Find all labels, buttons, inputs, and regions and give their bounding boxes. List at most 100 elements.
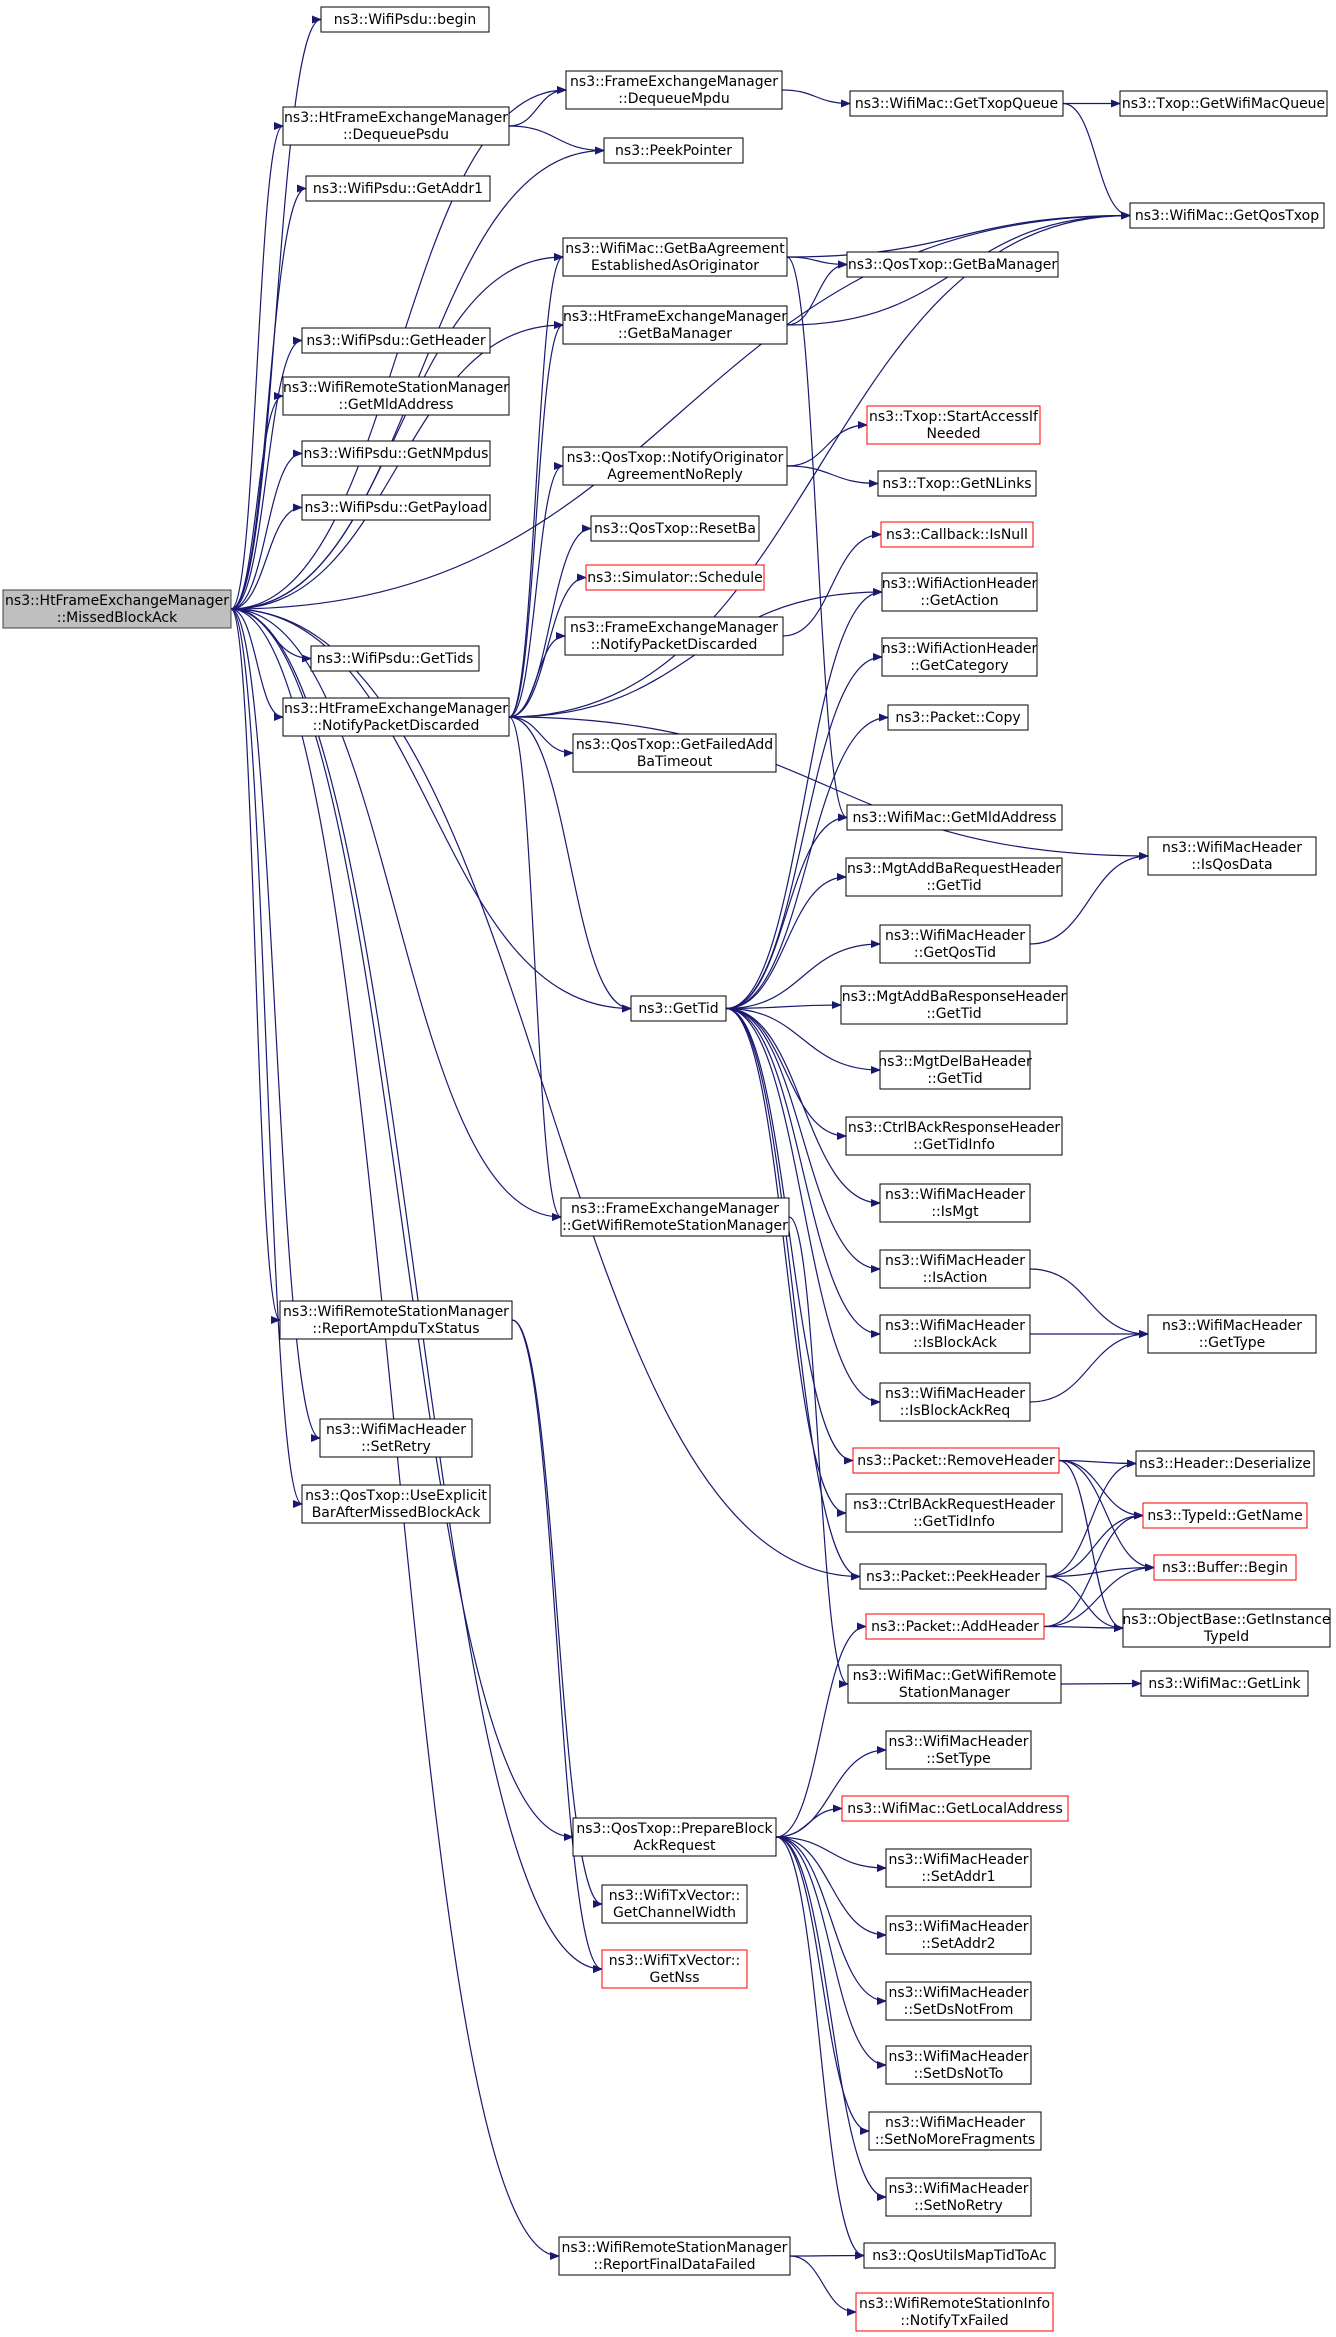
node-n55[interactable]: ns3::WifiMac::GetLink	[1140, 1670, 1309, 1697]
node-n15[interactable]: ns3::QosTxop::NotifyOriginatorAgreementN…	[562, 446, 788, 486]
node-n2[interactable]: ns3::FrameExchangeManager::DequeueMpdu	[565, 70, 783, 110]
node-box	[282, 106, 510, 146]
node-n51[interactable]: ns3::Buffer::Begin	[1153, 1554, 1297, 1581]
edge-n57-n59	[775, 1836, 887, 1872]
node-n27[interactable]: ns3::Packet::Copy	[887, 704, 1029, 731]
node-label: ns3::WifiMac::GetMldAddress	[852, 810, 1056, 826]
node-n44[interactable]: ns3::WifiMacHeader::IsBlockAckReq	[879, 1382, 1031, 1422]
node-n24[interactable]: ns3::WifiPsdu::GetTids	[310, 645, 480, 672]
node-label: GetChannelWidth	[613, 1905, 736, 1921]
node-n20[interactable]: ns3::Callback::IsNull	[880, 521, 1034, 548]
node-n46[interactable]: ns3::Packet::RemoveHeader	[852, 1447, 1060, 1474]
node-n8[interactable]: ns3::WifiMac::GetQosTxop	[1129, 202, 1325, 229]
node-n66[interactable]: ns3::WifiMacHeader::SetNoRetry	[885, 2177, 1032, 2217]
node-n67[interactable]: ns3::WifiRemoteStationManager::ReportFin…	[558, 2236, 791, 2276]
node-n1[interactable]: ns3::WifiPsdu::begin	[320, 6, 490, 33]
node-n62[interactable]: ns3::WifiTxVector::GetNss	[601, 1949, 748, 1989]
node-n42[interactable]: ns3::WifiMacHeader::GetType	[1147, 1314, 1317, 1354]
node-n13[interactable]: ns3::WifiRemoteStationManager::GetMldAdd…	[282, 376, 510, 416]
edge-root-n45	[230, 608, 303, 1508]
node-n30[interactable]: ns3::WifiMacHeader::IsQosData	[1147, 836, 1317, 876]
node-label: ns3::WifiTxVector::	[609, 1953, 740, 1969]
node-n41[interactable]: ns3::WifiMacHeader::IsBlockAck	[879, 1314, 1031, 1354]
node-box	[855, 2292, 1054, 2332]
node-root[interactable]: ns3::HtFrameExchangeManager::MissedBlock…	[2, 589, 232, 629]
node-n34[interactable]: ns3::MgtAddBaResponseHeader::GetTid	[840, 985, 1068, 1025]
node-label: AckRequest	[633, 1838, 716, 1854]
node-n61[interactable]: ns3::WifiMacHeader::SetAddr2	[885, 1915, 1032, 1955]
node-n50[interactable]: ns3::Packet::PeekHeader	[859, 1563, 1047, 1590]
node-n58[interactable]: ns3::WifiMac::GetLocalAddress	[841, 1795, 1069, 1822]
node-n39[interactable]: ns3::WifiMacHeader::IsAction	[879, 1249, 1031, 1289]
node-label: ns3::WifiMacHeader	[888, 1734, 1028, 1750]
edge-root-n12	[230, 336, 303, 610]
edge-root-n38	[230, 608, 562, 1221]
node-n38[interactable]: ns3::FrameExchangeManager::GetWifiRemote…	[560, 1197, 790, 1237]
edge-n52-n51	[1043, 1563, 1155, 1628]
node-n29[interactable]: ns3::WifiMac::GetMldAddress	[846, 804, 1063, 831]
node-label: ns3::GetTid	[638, 1001, 718, 1017]
node-label: ::SetNoRetry	[914, 2198, 1003, 2214]
node-n31[interactable]: ns3::MgtAddBaRequestHeader::GetTid	[845, 857, 1063, 897]
node-n52[interactable]: ns3::Packet::AddHeader	[865, 1613, 1045, 1640]
node-n59[interactable]: ns3::WifiMacHeader::SetAddr1	[885, 1848, 1032, 1888]
node-n9[interactable]: ns3::WifiMac::GetBaAgreementEstablishedA…	[562, 237, 788, 277]
node-label: ns3::QosTxop::UseExplicit	[305, 1488, 487, 1504]
node-n49[interactable]: ns3::TypeId::GetName	[1142, 1502, 1308, 1529]
node-label: ns3::Packet::AddHeader	[871, 1619, 1039, 1635]
node-label: ns3::MgtDelBaHeader	[878, 1054, 1032, 1070]
node-box	[301, 440, 491, 467]
node-label: ::NotifyPacketDiscarded	[313, 718, 480, 734]
node-n43[interactable]: ns3::WifiMacHeader::SetRetry	[319, 1418, 473, 1458]
node-n69[interactable]: ns3::WifiRemoteStationInfo::NotifyTxFail…	[855, 2292, 1054, 2332]
node-n36[interactable]: ns3::CtrlBAckResponseHeader::GetTidInfo	[845, 1116, 1063, 1156]
node-n60[interactable]: ns3::WifiTxVector::GetChannelWidth	[601, 1884, 748, 1924]
node-n33[interactable]: ns3::GetTid	[630, 995, 727, 1022]
node-box	[1153, 1554, 1297, 1581]
node-n47[interactable]: ns3::Header::Deserialize	[1135, 1450, 1315, 1477]
edge-n2-n6	[781, 89, 851, 108]
edge-n33-n48	[725, 1007, 847, 1517]
node-n45[interactable]: ns3::QosTxop::UseExplicitBarAfterMissedB…	[301, 1484, 491, 1524]
node-n40[interactable]: ns3::WifiRemoteStationManager::ReportAmp…	[279, 1300, 513, 1340]
node-n48[interactable]: ns3::CtrlBAckRequestHeader::GetTidInfo	[845, 1493, 1063, 1533]
node-n37[interactable]: ns3::WifiMacHeader::IsMgt	[879, 1183, 1031, 1223]
node-n21[interactable]: ns3::Simulator::Schedule	[585, 564, 765, 591]
node-n25[interactable]: ns3::WifiActionHeader::GetCategory	[881, 637, 1038, 677]
node-n32[interactable]: ns3::WifiMacHeader::GetQosTid	[879, 924, 1031, 964]
node-n65[interactable]: ns3::WifiMacHeader::SetNoMoreFragments	[868, 2111, 1042, 2151]
node-box	[880, 521, 1034, 548]
node-box	[845, 1493, 1063, 1533]
node-n35[interactable]: ns3::MgtDelBaHeader::GetTid	[878, 1050, 1032, 1090]
node-n18[interactable]: ns3::WifiPsdu::GetPayload	[301, 494, 491, 521]
node-n68[interactable]: ns3::QosUtilsMapTidToAc	[863, 2242, 1056, 2269]
edge-n57-n68	[775, 1836, 865, 2260]
node-n64[interactable]: ns3::WifiMacHeader::SetDsNotTo	[885, 2045, 1032, 2085]
node-box	[866, 405, 1041, 445]
node-n19[interactable]: ns3::QosTxop::ResetBa	[590, 515, 760, 542]
node-n3[interactable]: ns3::HtFrameExchangeManager::DequeuePsdu	[282, 106, 510, 146]
node-n17[interactable]: ns3::Txop::GetNLinks	[877, 470, 1037, 497]
node-n5[interactable]: ns3::WifiPsdu::GetAddr1	[305, 175, 491, 202]
node-n23[interactable]: ns3::FrameExchangeManager::NotifyPacketD…	[564, 616, 784, 656]
node-n6[interactable]: ns3::WifiMac::GetTxopQueue	[849, 90, 1064, 117]
node-n56[interactable]: ns3::WifiMacHeader::SetType	[885, 1730, 1032, 1770]
node-n10[interactable]: ns3::QosTxop::GetBaManager	[846, 251, 1059, 278]
node-n11[interactable]: ns3::HtFrameExchangeManager::GetBaManage…	[562, 305, 788, 345]
node-n7[interactable]: ns3::Txop::GetWifiMacQueue	[1119, 90, 1328, 117]
node-n63[interactable]: ns3::WifiMacHeader::SetDsNotFrom	[885, 1981, 1032, 2021]
node-n12[interactable]: ns3::WifiPsdu::GetHeader	[301, 327, 491, 354]
edge-root-n13	[230, 392, 284, 610]
node-n54[interactable]: ns3::WifiMac::GetWifiRemoteStationManage…	[847, 1664, 1062, 1704]
node-n4[interactable]: ns3::PeekPointer	[603, 137, 744, 164]
node-n26[interactable]: ns3::HtFrameExchangeManager::NotifyPacke…	[282, 697, 510, 737]
node-n22[interactable]: ns3::WifiActionHeader::GetAction	[881, 572, 1038, 612]
node-box	[590, 515, 760, 542]
node-label: ::SetAddr2	[921, 1936, 995, 1952]
node-box	[1140, 1670, 1309, 1697]
node-n16[interactable]: ns3::WifiPsdu::GetNMpdus	[301, 440, 491, 467]
